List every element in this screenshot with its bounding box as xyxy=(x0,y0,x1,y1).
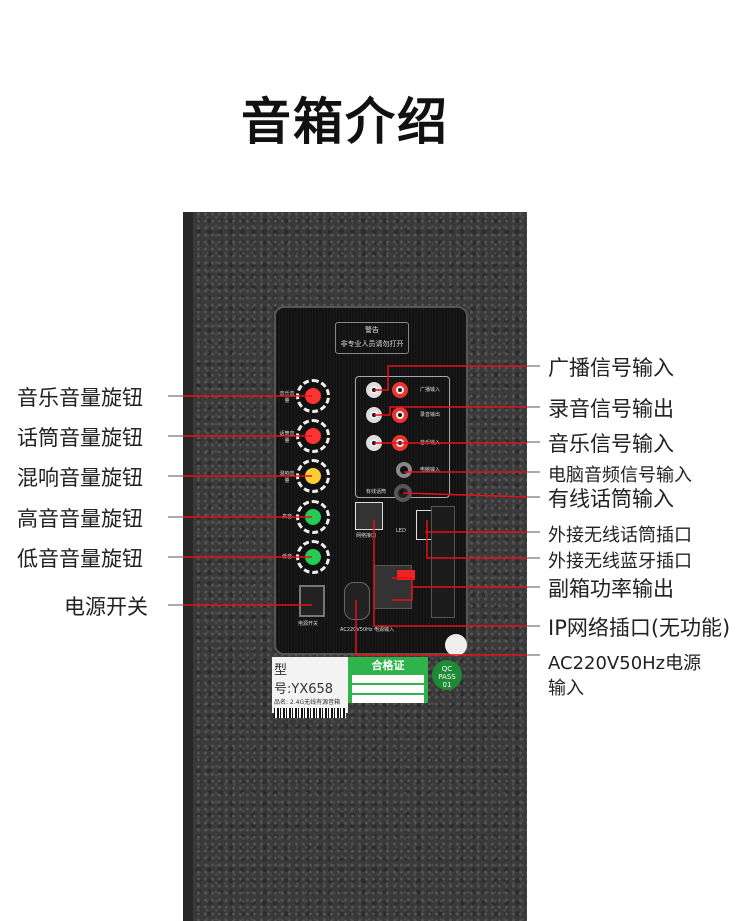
certificate-sticker: 合格证 xyxy=(348,657,428,703)
warning-text: 非专业人员请勿打开 xyxy=(340,340,404,348)
product-name: 品名: 2.4G无线有源音箱 xyxy=(274,699,341,706)
bluetooth-module[interactable] xyxy=(431,506,455,618)
label-treble-volume-knob: 高音音量旋钮 xyxy=(17,507,143,531)
label-power-switch: 电源开关 xyxy=(64,595,148,619)
label-ip-network-port: IP网络插口(无功能) xyxy=(548,616,731,640)
qc-pass-badge: QC PASS 01 xyxy=(432,660,462,690)
label-music-volume-knob: 音乐音量旋钮 xyxy=(17,386,143,410)
warning-label: 警告 非专业人员请勿打开 xyxy=(335,322,409,354)
qc-text: QC xyxy=(441,665,453,673)
model-sticker: 型号:YX658 品名: 2.4G无线有源音箱 6601903338 xyxy=(272,657,348,727)
jack-label: 电脑输入 xyxy=(420,467,441,473)
power-socket[interactable] xyxy=(344,582,370,620)
label-music-input: 音乐信号输入 xyxy=(548,432,674,456)
label-sub-speaker-output: 副箱功率输出 xyxy=(548,577,674,601)
page-title: 音箱介绍 xyxy=(241,93,449,151)
label-broadcast-input: 广播信号输入 xyxy=(548,356,674,380)
record-out-right-jack[interactable] xyxy=(392,407,408,423)
knob-label: 话筒音量 xyxy=(279,431,295,444)
power-input-label: AC220V50Hz 电源输入 xyxy=(340,627,395,633)
label-pc-audio-input: 电脑音频信号输入 xyxy=(548,465,692,486)
knob-label: 音乐音量 xyxy=(279,391,295,404)
label-record-output: 录音信号输出 xyxy=(548,397,674,421)
knob-label: 混响音量 xyxy=(279,471,295,484)
barcode-icon xyxy=(274,708,346,718)
label-reverb-volume-knob: 混响音量旋钮 xyxy=(17,466,143,490)
pc-audio-jack[interactable] xyxy=(396,462,412,478)
warning-title: 警告 xyxy=(365,326,379,334)
power-switch[interactable] xyxy=(299,585,325,617)
network-port[interactable] xyxy=(355,502,383,530)
label-ac-power-input: AC220V50Hz电源 xyxy=(548,653,702,674)
label-wireless-mic-slot: 外接无线话筒插口 xyxy=(548,525,692,546)
jack-label: 广播输入 xyxy=(420,387,441,393)
network-label: 网络接口 xyxy=(356,533,377,539)
cert-title: 合格证 xyxy=(371,659,405,672)
led-label: LED xyxy=(396,528,406,534)
label-ac-power-input-2: 输入 xyxy=(548,678,584,699)
mic-label: 有线话筒 xyxy=(366,489,387,495)
qc-number: 01 xyxy=(442,681,452,689)
label-bluetooth-slot: 外接无线蓝牙插口 xyxy=(548,551,692,572)
sub-speaker-terminal[interactable] xyxy=(374,565,415,609)
label-mic-volume-knob: 话筒音量旋钮 xyxy=(17,426,143,450)
cabinet-edge xyxy=(183,212,193,921)
broadcast-in-right-jack[interactable] xyxy=(392,382,408,398)
barcode-number: 6601903338 xyxy=(274,720,313,727)
round-sticker xyxy=(445,634,467,656)
label-wired-mic-input: 有线话筒输入 xyxy=(548,487,674,511)
label-bass-volume-knob: 低音音量旋钮 xyxy=(17,547,143,571)
pass-text: PASS xyxy=(438,673,456,681)
jack-label: 录音输出 xyxy=(420,412,441,418)
switch-label: 电源开关 xyxy=(298,621,319,627)
model-text: 型号:YX658 xyxy=(274,663,334,697)
